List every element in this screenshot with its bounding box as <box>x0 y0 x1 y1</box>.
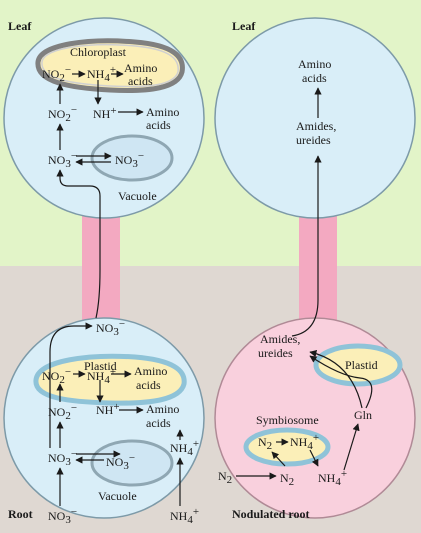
nod-cytosol-n2: N2 <box>280 471 294 488</box>
leaf-cytosol-no3: NO3− <box>48 150 77 170</box>
arrow-nod-sym-nh4-down <box>309 449 319 467</box>
root-cytosol-acids: acids <box>146 416 171 430</box>
leaf-chloroplast-nh4: NH4+ <box>87 64 116 84</box>
arrow-root-no3-to-xylem <box>49 322 93 448</box>
arrow-nod-nh4-to-gln <box>343 423 360 471</box>
panel-label-nodulated-root: Nodulated root <box>232 507 309 521</box>
leaf-right-acids: acids <box>302 71 327 85</box>
leaf-right-amides: Amides, <box>296 119 336 133</box>
chloroplast-label: Chloroplast <box>70 45 127 59</box>
plastid-label-nodule: Plastid <box>345 358 378 372</box>
nod-symbiosome-nh4: NH4+ <box>290 432 319 452</box>
leaf-cytosol-nh4: NH+ <box>93 105 117 121</box>
root-plastid-no2: NO2− <box>42 366 71 386</box>
root-plastid-nh4: NH4+ <box>87 366 116 386</box>
panel-label-leaf-left: Leaf <box>8 19 32 33</box>
symbiosome-label: Symbiosome <box>256 413 319 427</box>
leaf-vacuole-no3: NO3− <box>115 150 144 170</box>
root-cytosol-nh4: NH+ <box>96 401 120 417</box>
nod-gln: Gln <box>354 408 372 422</box>
arrow-nod-n2-up <box>271 451 286 467</box>
vascular-vessel-left <box>82 210 120 330</box>
nod-soil-n2: N2 <box>218 469 232 486</box>
root-cell <box>3 317 205 519</box>
root-transport-no3: NO3− <box>96 318 125 338</box>
arrow-nod-gln-to-amides <box>309 350 363 409</box>
vacuole-top <box>90 134 174 182</box>
plastid-label-root: Plastid <box>84 359 117 373</box>
nod-cytosol-nh4: NH4+ <box>318 468 347 488</box>
arrow-nod-gln-via-plastid <box>309 355 373 409</box>
leaf-cytosol-amino: Amino <box>146 105 179 119</box>
vacuole-label-top: Vacuole <box>118 189 157 203</box>
vacuole-label-bottom: Vacuole <box>98 489 137 503</box>
root-soil-no3: NO3− <box>48 506 77 526</box>
nod-amides: Amides, <box>260 332 300 346</box>
root-vacuole-no3: NO3− <box>106 452 135 472</box>
root-plastid-amino: Amino <box>134 364 167 378</box>
leaf-chloroplast-amino: Amino <box>124 61 157 75</box>
leaf-right-ureides: ureides <box>296 133 331 147</box>
leaf-chloroplast-no2: NO2− <box>42 64 71 84</box>
leaf-cell-right <box>214 17 416 219</box>
leaf-cytosol-acids: acids <box>146 118 171 132</box>
root-cytosol-amino: Amino <box>146 402 179 416</box>
nod-symbiosome-n2: N2 <box>258 435 272 452</box>
root-cytosol-no2: NO2− <box>48 402 77 422</box>
symbiosome <box>243 427 331 467</box>
leaf-chloroplast-acids: acids <box>128 74 153 88</box>
leaf-cytosol-no2: NO2− <box>48 104 77 124</box>
chloroplast <box>35 38 185 93</box>
root-nh4-uptake-upper: NH4+ <box>170 438 199 458</box>
panel-label-leaf-right: Leaf <box>232 19 256 33</box>
leaf-right-amino: Amino <box>298 57 331 71</box>
chloroplast-inner-membrane <box>41 43 179 88</box>
root-soil-nh4: NH4+ <box>170 506 199 526</box>
panel-label-root: Root <box>8 507 33 521</box>
plastid-nodule <box>313 343 403 387</box>
arrow-nod-amides-to-leaf <box>291 155 322 337</box>
nod-ureides: ureides <box>258 346 293 360</box>
root-cytosol-no3: NO3− <box>48 448 77 468</box>
plastid-root <box>33 353 187 406</box>
vacuole-bottom <box>90 439 174 487</box>
arrow-xylem-to-leaf-no3 <box>56 169 101 319</box>
root-plastid-acids: acids <box>136 378 161 392</box>
